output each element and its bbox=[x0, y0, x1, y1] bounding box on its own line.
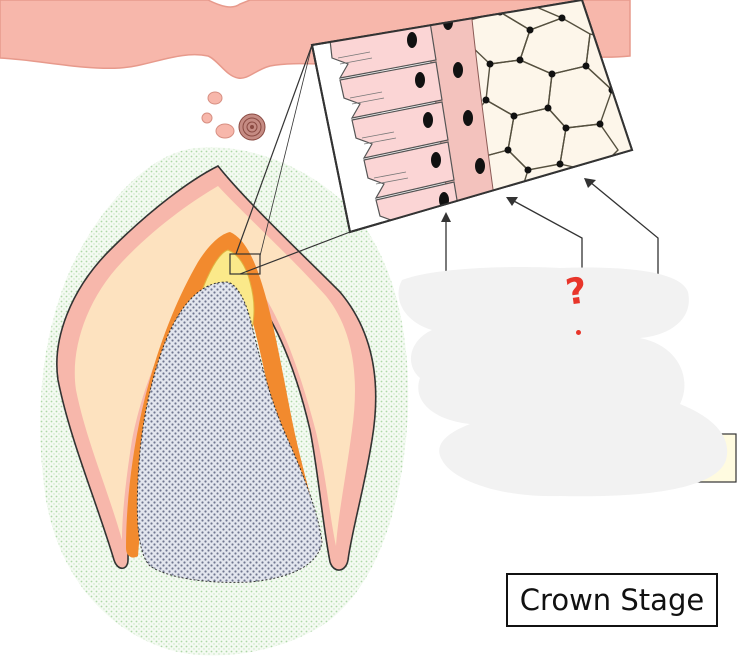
dental-papilla bbox=[136, 281, 323, 583]
magnified-inset bbox=[310, 0, 634, 234]
zoom-line bbox=[259, 44, 313, 257]
whiteout-cover bbox=[398, 267, 728, 497]
enamel-layer bbox=[126, 232, 322, 558]
unknown-marker: ? bbox=[563, 270, 590, 314]
zoom-line bbox=[235, 44, 313, 255]
unknown-marker-dot bbox=[576, 330, 581, 335]
lamina-fragment bbox=[201, 112, 213, 124]
lamina-fragment bbox=[215, 123, 235, 139]
arrow-head bbox=[584, 178, 596, 188]
arrow-head bbox=[441, 212, 451, 222]
epithelial-pearl bbox=[238, 113, 266, 141]
zoom-line bbox=[239, 231, 351, 275]
focus-region bbox=[229, 253, 261, 275]
arrow-head bbox=[506, 197, 518, 206]
stage-label: Crown Stage bbox=[506, 573, 718, 627]
stellate-reticulum bbox=[74, 186, 355, 546]
lamina-fragment bbox=[207, 91, 223, 105]
